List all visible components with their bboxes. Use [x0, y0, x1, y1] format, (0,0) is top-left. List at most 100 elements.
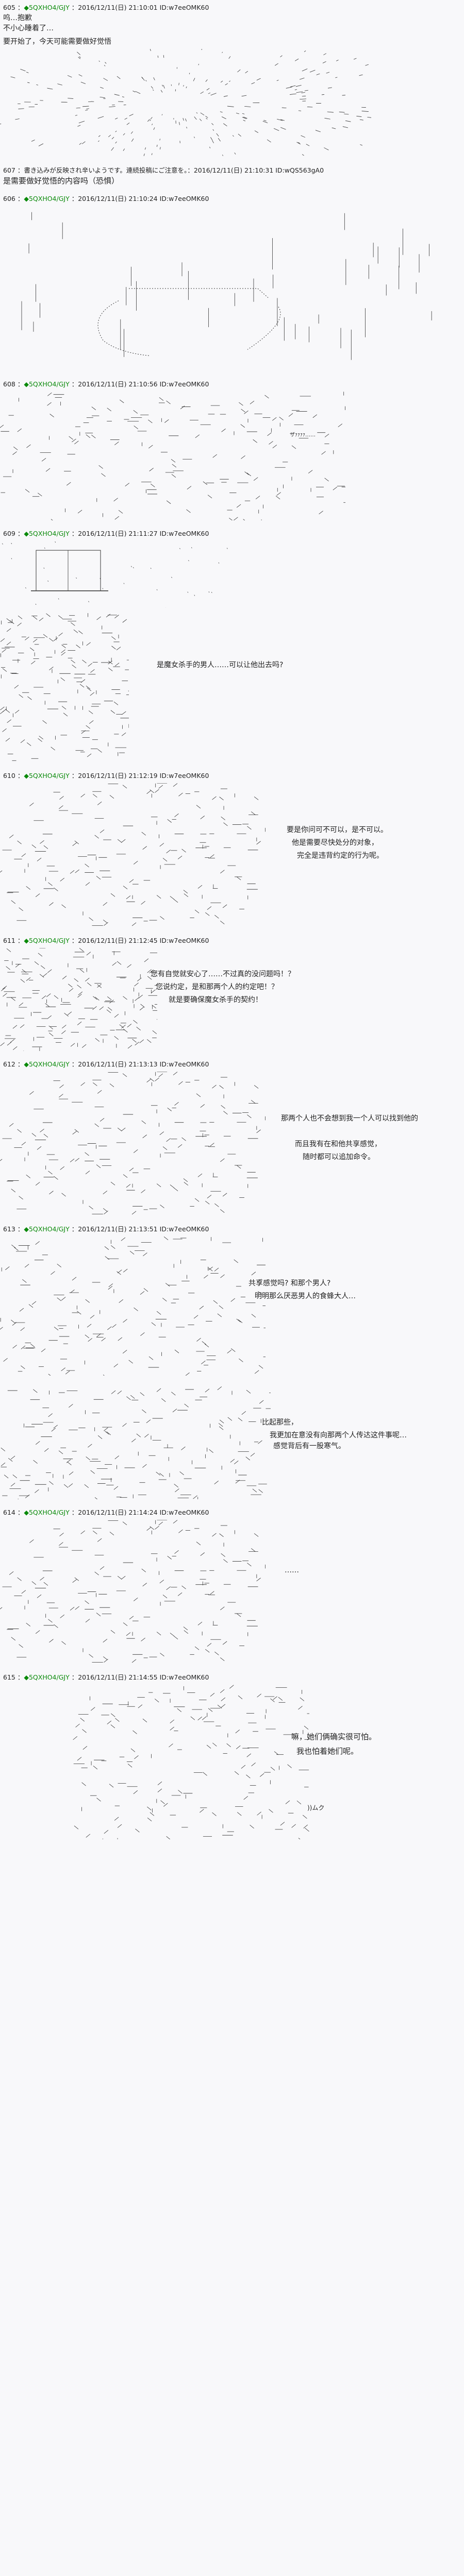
aa-stroke [86, 1299, 90, 1302]
aa-stroke [290, 86, 295, 87]
aa-stroke [77, 1311, 81, 1314]
aa-stroke [98, 141, 99, 142]
aa-stroke [362, 111, 369, 112]
aa-stroke [134, 1755, 138, 1759]
aa-stroke [59, 633, 63, 636]
aa-stroke [95, 835, 99, 838]
aa-stroke [26, 445, 30, 448]
aa-stroke [80, 684, 84, 687]
aa-stroke [11, 558, 12, 559]
aa-stroke [147, 976, 152, 979]
aa-stroke [206, 118, 208, 119]
aa-stroke [159, 785, 163, 788]
aa-stroke [150, 790, 154, 793]
aa-stroke [167, 1836, 171, 1839]
aa-stroke [229, 1685, 234, 1689]
aa-stroke [30, 648, 34, 651]
aa-stroke [21, 979, 25, 982]
aa-stroke [247, 1563, 251, 1566]
trip-diamond-icon: ◆ [24, 1060, 29, 1068]
aa-stroke [133, 1020, 137, 1023]
aa-stroke [150, 970, 154, 973]
separator: ： [15, 772, 24, 779]
aa-stroke [211, 123, 213, 125]
aa-stroke [143, 846, 147, 850]
aa-stroke [26, 1623, 30, 1626]
aa-stroke [108, 1286, 112, 1289]
aa-stroke [14, 1247, 19, 1250]
aa-stroke [50, 414, 54, 417]
aa-stroke [236, 1745, 240, 1749]
aa-stroke [115, 663, 119, 666]
post-header-605: 605 ：◆5QXHO4/GJY ：2016/12/11(日) 21:10:01… [3, 2, 209, 12]
aa-stroke [127, 1024, 131, 1027]
aa-stroke [220, 1159, 224, 1162]
aa-stroke [75, 1578, 79, 1581]
aa-stroke [81, 680, 85, 683]
aa-stroke [79, 948, 84, 951]
aa-stroke [41, 965, 45, 969]
aa-stroke [104, 1830, 108, 1834]
post-number[interactable]: 612 [3, 1060, 15, 1068]
aa-stroke [200, 1306, 204, 1309]
aa-stroke [7, 948, 11, 952]
trip-diamond-icon: ◆ [24, 195, 29, 202]
post-number[interactable]: 608 [3, 380, 15, 388]
aa-stroke [267, 140, 271, 142]
post-number[interactable]: 615 [3, 1673, 15, 1681]
separator: ： [15, 1509, 24, 1516]
aa-stroke [242, 113, 244, 114]
aa-stroke [223, 1641, 227, 1645]
aa-stroke [140, 1040, 144, 1043]
aa-stroke [170, 1720, 174, 1723]
post-number[interactable]: 609 [3, 530, 15, 537]
aa-stroke [101, 473, 105, 477]
aa-stroke [184, 1179, 188, 1182]
post-number[interactable]: 606 [3, 195, 15, 202]
post-number[interactable]: 610 [3, 772, 15, 779]
post-number[interactable]: 613 [3, 1225, 15, 1233]
aa-stroke [126, 896, 130, 899]
aa-stroke [74, 1826, 78, 1829]
post-number[interactable]: 611 [3, 937, 15, 944]
aa-stroke [178, 1144, 182, 1147]
post-header-607: 607 ：書き込みが反映され辛いようです。連続投稿にご注意を。：2016/12/… [3, 165, 324, 175]
ascii-art-girl-face [0, 948, 157, 1051]
aa-stroke [252, 82, 255, 84]
aa-stroke [229, 518, 233, 520]
aa-stroke [263, 120, 266, 121]
aa-stroke [221, 817, 225, 820]
post-number[interactable]: 607 [3, 166, 15, 174]
aa-stroke [222, 155, 223, 156]
aa-stroke [316, 130, 321, 132]
post-text: 要开始了，今天可能需要做好觉悟 [3, 38, 111, 46]
aa-stroke [231, 1348, 235, 1351]
aa-stroke [238, 1696, 242, 1699]
aa-stroke [178, 793, 183, 796]
aa-stroke [0, 425, 4, 428]
aa-stroke [219, 1423, 223, 1427]
aa-stroke [7, 618, 11, 621]
aa-stroke [88, 1444, 92, 1447]
aa-stroke [117, 1272, 121, 1275]
post-number[interactable]: 614 [3, 1509, 15, 1516]
post-header-612: 612 ：◆5QXHO4/GJY ：2016/12/11(日) 21:13:13… [3, 1059, 209, 1069]
aa-stroke [37, 1595, 41, 1598]
aa-stroke [306, 144, 309, 146]
aa-stroke [134, 1790, 138, 1794]
aa-stroke [114, 702, 118, 705]
aa-stroke [129, 879, 134, 883]
aa-stroke [26, 1175, 30, 1178]
aa-stroke [31, 140, 35, 142]
aa-stroke [174, 1188, 178, 1191]
aa-stroke [10, 1039, 14, 1042]
aa-stroke [13, 447, 18, 450]
aa-stroke [157, 1184, 161, 1187]
aa-stroke [168, 1108, 172, 1111]
post-text: 您有自觉就安心了……不过真的没问题吗！？ [151, 970, 295, 978]
aa-stroke [257, 841, 261, 844]
separator: ： [15, 937, 24, 944]
aa-stroke [254, 478, 258, 481]
aa-stroke [114, 1036, 119, 1039]
post-number[interactable]: 605 [3, 4, 15, 11]
